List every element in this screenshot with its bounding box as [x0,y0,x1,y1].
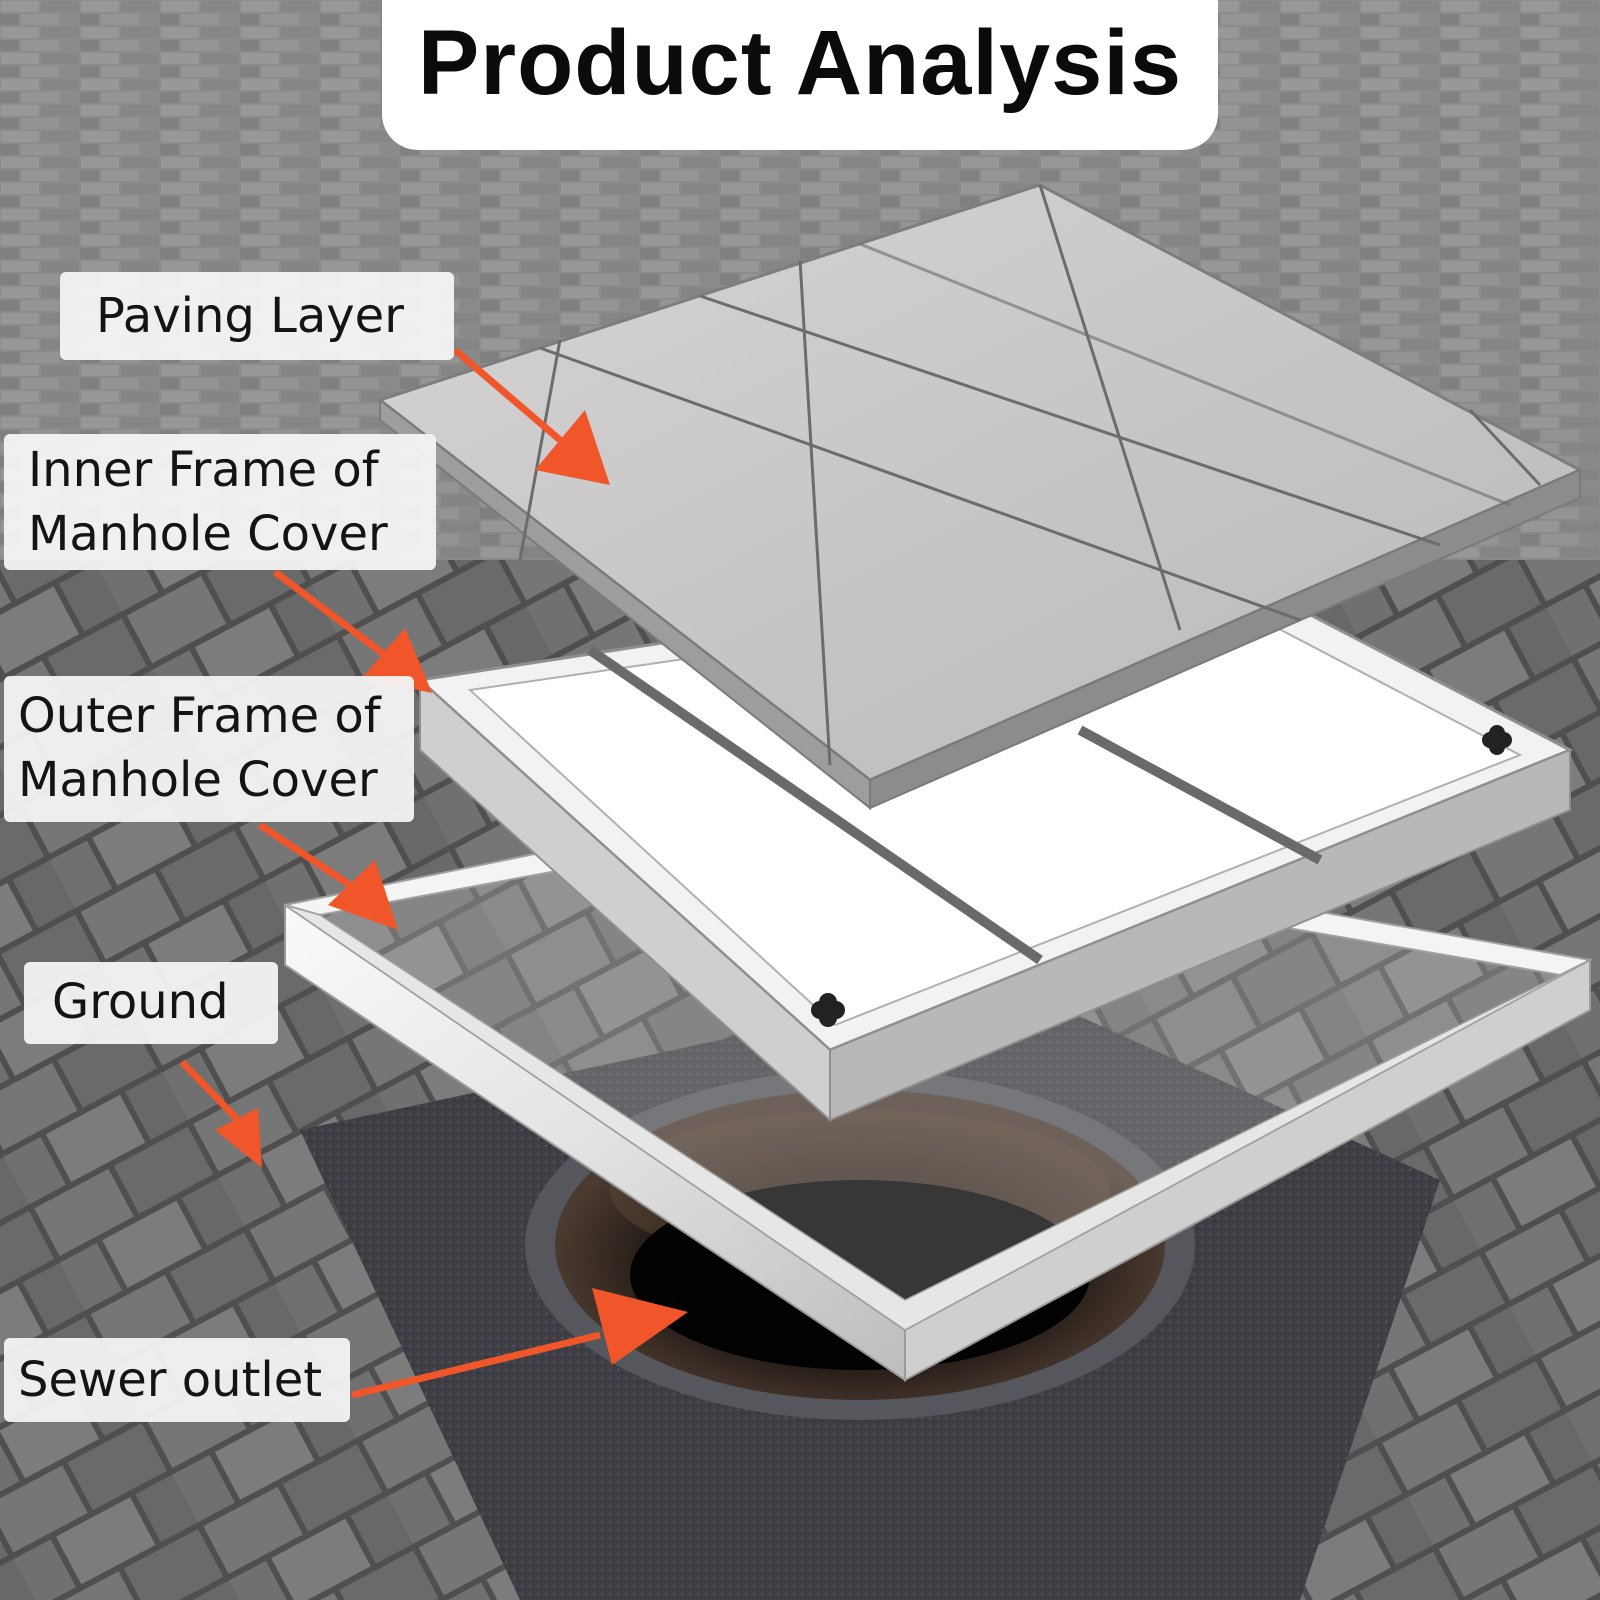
arrow-icon [351,1288,688,1399]
label-text-line-1: Outer Frame of [18,688,381,744]
paving-layer-slab [376,183,1584,811]
lifting-hole-icon [811,993,845,1027]
page-title: Product Analysis [417,12,1183,114]
label-sewer-outlet: Sewer outlet [4,1338,350,1422]
label-text: Ground [52,974,229,1030]
label-ground: Ground [24,962,278,1044]
lifting-hole-icon [1482,725,1512,755]
label-paving-layer: Paving Layer [60,272,454,360]
title-banner: Product Analysis [382,0,1218,150]
arrow-icon [452,347,610,485]
label-outer-frame: Outer Frame of Manhole Cover [4,676,414,822]
label-text-line-1: Inner Frame of [28,442,379,498]
label-text-line-2: Manhole Cover [18,752,378,808]
arrow-icon [258,822,398,930]
label-text: Paving Layer [96,288,404,344]
label-text-line-2: Manhole Cover [28,506,388,562]
arrow-icon [179,1059,262,1168]
label-text: Sewer outlet [18,1352,323,1408]
label-inner-frame: Inner Frame of Manhole Cover [4,434,436,570]
